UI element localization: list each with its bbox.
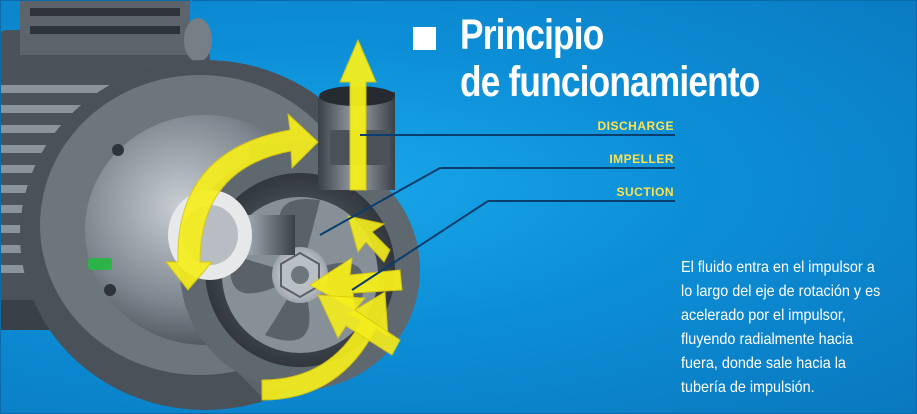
- rotation-arrow-upper: [164, 112, 319, 291]
- leader-lines: [319, 134, 675, 291]
- label-discharge: DISCHARGE: [597, 119, 674, 133]
- page-title: Principio de funcionamiento: [460, 11, 760, 106]
- suction-arrow-3: [347, 215, 391, 263]
- title-line-1: Principio: [460, 11, 604, 59]
- suction-leader: [351, 200, 675, 291]
- label-suction: SUCTION: [616, 185, 674, 199]
- title-line-2: de funcionamiento: [460, 58, 760, 106]
- title-square-bullet: [413, 27, 436, 50]
- suction-arrow-2: [317, 294, 401, 356]
- description-text: El fluido entra en el impulsor a lo larg…: [681, 259, 881, 396]
- impeller-leader: [319, 167, 675, 236]
- label-impeller: IMPELLER: [609, 152, 674, 166]
- discharge-arrow: [339, 38, 377, 191]
- flow-arrows: [164, 38, 403, 401]
